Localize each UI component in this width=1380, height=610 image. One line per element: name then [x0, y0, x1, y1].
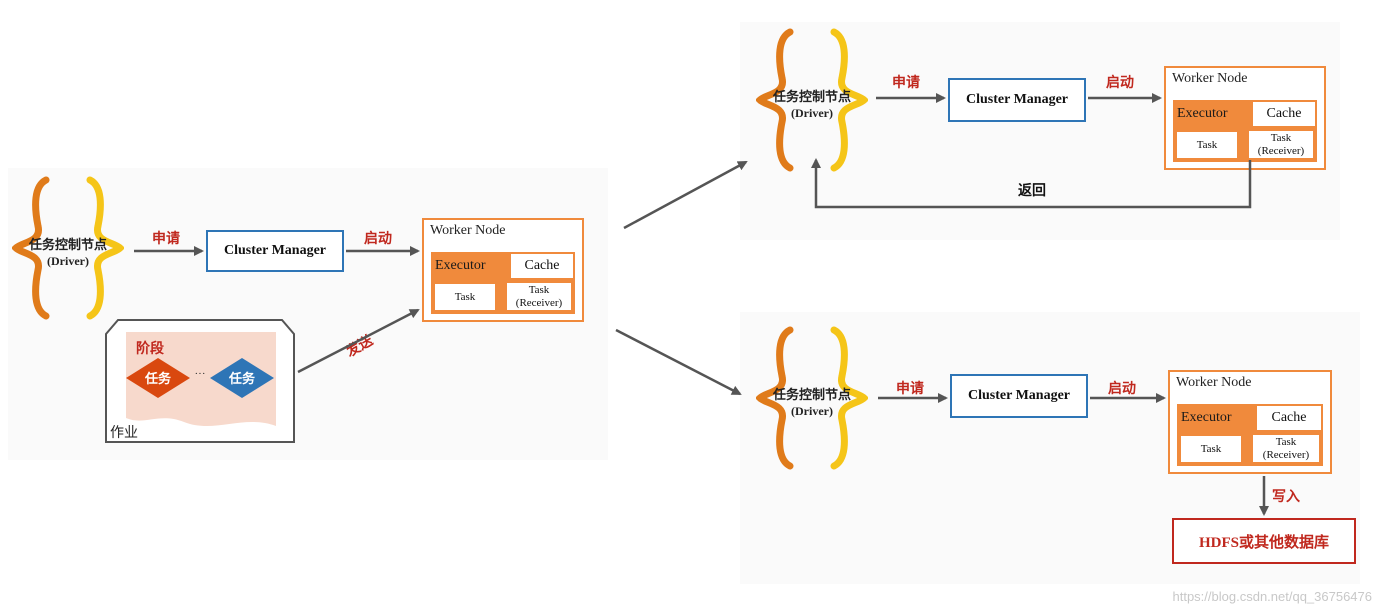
task-receiver-line2: (Receiver) [515, 296, 563, 309]
job-box-frame [105, 319, 295, 443]
worker-node-left: Worker Node Executor Cache Task Task (Re… [422, 218, 584, 322]
driver-node-bottom: 任务控制节点 (Driver) [756, 326, 868, 470]
cache-box: Cache [1253, 102, 1315, 126]
driver-brackets-icon [756, 326, 868, 470]
driver-subtitle: (Driver) [791, 404, 833, 418]
worker-node-title: Worker Node [1172, 71, 1248, 86]
driver-node-top: 任务控制节点 (Driver) [756, 28, 868, 172]
task-diamonds [126, 358, 274, 398]
hdfs-database-box: HDFS或其他数据库 [1172, 518, 1356, 564]
arrow-job-to-worker [297, 308, 420, 374]
stage-label: 阶段 [136, 340, 164, 356]
cache-box: Cache [1257, 406, 1321, 430]
worker-node-title: Worker Node [430, 223, 506, 238]
cache-box: Cache [511, 254, 573, 278]
task-receiver-line2: (Receiver) [1262, 448, 1310, 461]
launch-label-left: 启动 [364, 230, 392, 246]
watermark-text: https://blog.csdn.net/qq_36756476 [1172, 589, 1373, 604]
worker-node-bottom: Worker Node Executor Cache Task Task (Re… [1168, 370, 1332, 474]
task-box: Task [1181, 436, 1241, 462]
ellipsis-label: ··· [194, 368, 206, 380]
job-label: 作业 [110, 424, 138, 440]
driver-subtitle: (Driver) [791, 106, 833, 120]
worker-node-top: Worker Node Executor Cache Task Task (Re… [1164, 66, 1326, 170]
arrow-to-top-diagram [623, 160, 748, 230]
driver-subtitle: (Driver) [47, 254, 89, 268]
apply-label-bottom: 申请 [896, 380, 924, 396]
executor-block: Executor Cache Task Task (Receiver) [1177, 404, 1323, 466]
executor-block: Executor Cache Task Task (Receiver) [1173, 100, 1317, 162]
driver-title: 任务控制节点 [28, 237, 107, 252]
task-receiver-line1: Task [1270, 131, 1292, 144]
driver-title: 任务控制节点 [772, 89, 851, 104]
arrow-return-path [811, 158, 1252, 209]
executor-label: Executor [1177, 106, 1228, 121]
driver-title: 任务控制节点 [772, 387, 851, 402]
task-left-label: 任务 [144, 371, 171, 386]
worker-node-title: Worker Node [1176, 375, 1252, 390]
executor-label: Executor [1181, 410, 1232, 425]
task-receiver-box: Task (Receiver) [1251, 433, 1321, 464]
executor-label: Executor [435, 258, 486, 273]
apply-label-top: 申请 [892, 74, 920, 90]
launch-label-top: 启动 [1106, 74, 1134, 90]
task-receiver-box: Task (Receiver) [1247, 129, 1315, 160]
cluster-manager-bottom: Cluster Manager [950, 374, 1088, 418]
apply-label-left: 申请 [152, 230, 180, 246]
job-box: 阶段 任务 ··· 任务 作业 [104, 318, 296, 444]
cluster-manager-left: Cluster Manager [206, 230, 344, 272]
task-receiver-line1: Task [528, 283, 550, 296]
launch-label-bottom: 启动 [1108, 380, 1136, 396]
cluster-manager-top: Cluster Manager [948, 78, 1086, 122]
task-receiver-line1: Task [1275, 435, 1297, 448]
return-label: 返回 [1018, 182, 1046, 198]
task-box: Task [435, 284, 495, 310]
task-receiver-line2: (Receiver) [1257, 144, 1305, 157]
task-receiver-box: Task (Receiver) [505, 281, 573, 312]
task-box: Task [1177, 132, 1237, 158]
executor-block: Executor Cache Task Task (Receiver) [431, 252, 575, 314]
write-label: 写入 [1272, 488, 1300, 504]
arrow-to-bottom-diagram [615, 328, 742, 396]
driver-node-left: 任务控制节点 (Driver) [12, 176, 124, 320]
task-right-label: 任务 [228, 371, 255, 386]
driver-brackets-icon [12, 176, 124, 320]
driver-brackets-icon [756, 28, 868, 172]
